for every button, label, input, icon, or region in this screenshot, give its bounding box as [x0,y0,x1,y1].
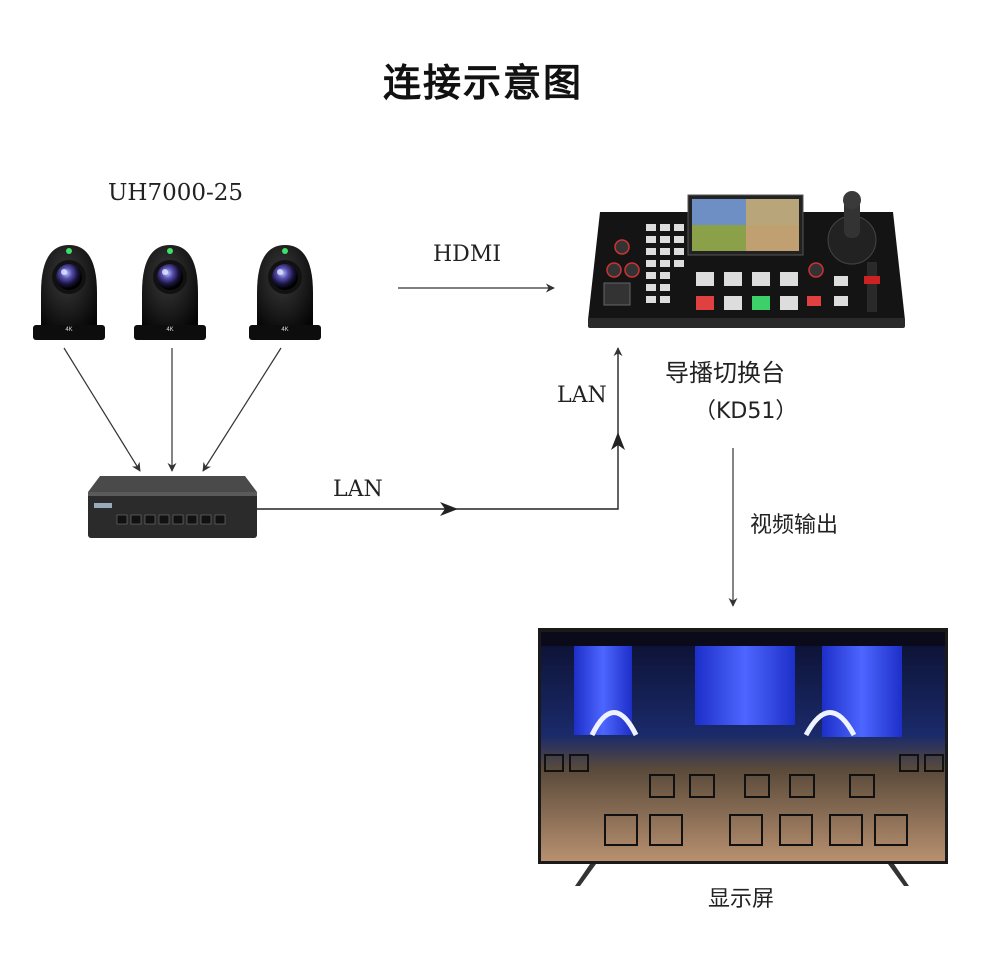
camera-model-label: UH7000-25 [108,180,244,206]
camera3-to-switch-arrow [202,347,282,472]
svg-text:4K: 4K [166,327,173,333]
lan-label-switcher: LAN [557,383,607,408]
network-switch [88,476,257,538]
display-screen [538,628,948,886]
ptz-camera-2: 4K [134,245,206,340]
svg-text:4K: 4K [65,327,72,333]
video-switcher-console [588,191,905,328]
ptz-camera-1: 4K [33,245,105,340]
hdmi-label: HDMI [433,242,502,267]
ptz-camera-3: 4K [249,245,321,340]
lan-label-switch: LAN [333,477,383,502]
svg-text:4K: 4K [281,327,288,333]
switcher-model-label: （KD51） [694,399,798,424]
lan-connection-path [257,347,625,516]
camera1-to-switch-arrow [63,347,141,472]
switcher-name-label: 导播切换台 [665,359,785,387]
diagram-title: 连接示意图 [382,61,583,105]
display-label: 显示屏 [708,887,775,912]
video-output-label: 视频输出 [750,513,839,538]
